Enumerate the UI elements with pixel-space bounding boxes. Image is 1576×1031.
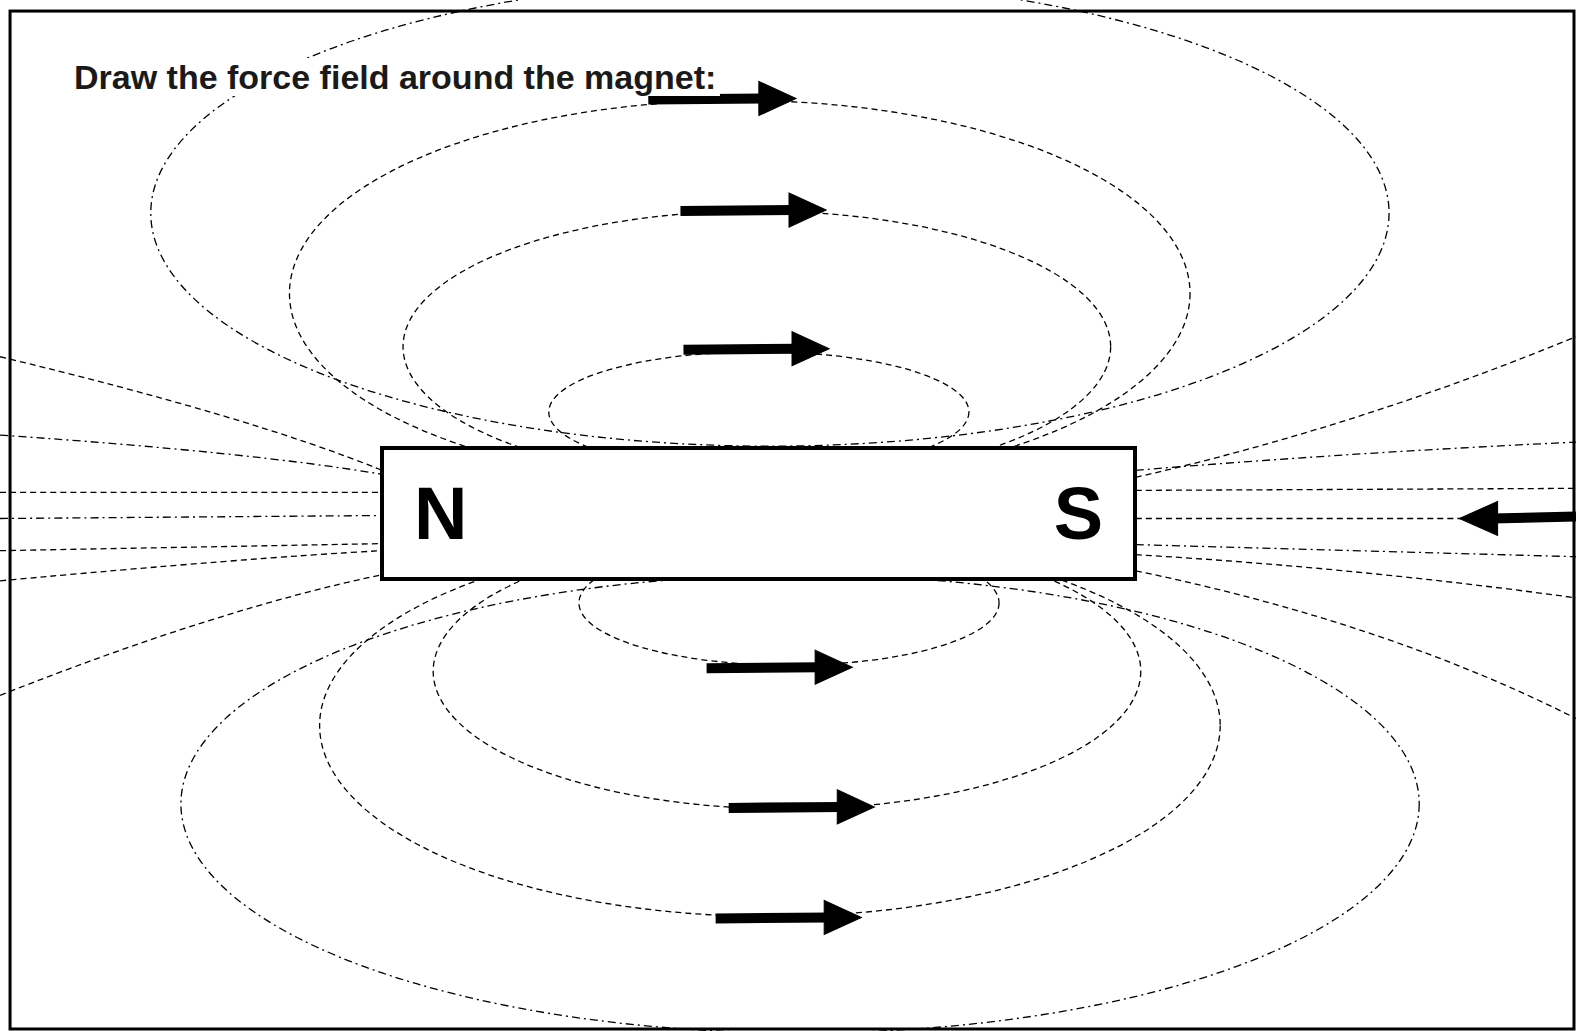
field-line [1136,555,1576,598]
field-line [403,211,1111,482]
arrow-head [815,650,852,684]
frame [10,11,1574,1029]
arrow [729,807,843,808]
arrow-head [759,81,796,115]
field-line [0,357,382,471]
field-line [0,492,382,493]
pole-label: N [414,474,467,554]
field-line [0,551,382,581]
bar-magnet: NS [380,446,1137,581]
arrow [716,917,830,918]
field-line [0,435,382,474]
field-line [0,544,382,551]
field-line [320,535,1221,917]
field-line [1136,442,1576,470]
field-line [1136,571,1576,719]
arrow-head [837,790,874,824]
field-line [181,575,1419,1031]
arrow-head [789,193,826,227]
arrow [1492,517,1576,519]
worksheet-title: Draw the force field around the magnet: [70,58,720,96]
pole-label: S [1054,474,1103,554]
arrow-head [792,332,829,366]
arrow [707,667,821,668]
field-line [1136,337,1576,478]
field-line [1136,545,1576,557]
field-line [0,575,382,696]
field-line [289,100,1190,486]
arrow [648,98,764,99]
arrow [680,210,794,211]
arrow-head [824,900,861,934]
arrow-head [1459,501,1497,535]
field-line [1136,488,1576,490]
arrow [683,349,797,350]
field-line [0,516,382,519]
